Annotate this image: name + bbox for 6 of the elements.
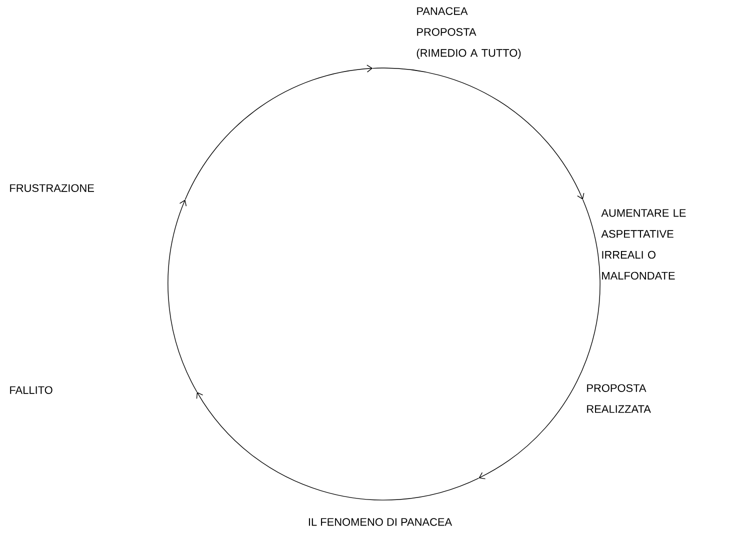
node-label: AUMENTARE LE ASPETTATIVE IRREALI O MALFONDATE <box>601 209 686 280</box>
node-label: FRUSTRAZIONE <box>10 184 94 192</box>
node-label: FALLITO <box>10 386 52 394</box>
caption: IL FENOMENO DI PANACEA <box>308 518 452 526</box>
node-label: PROPOSTA REALIZZATA <box>587 384 651 413</box>
node-label: PANACEA PROPOSTA (RIMEDIO A TUTTO) <box>416 7 521 59</box>
